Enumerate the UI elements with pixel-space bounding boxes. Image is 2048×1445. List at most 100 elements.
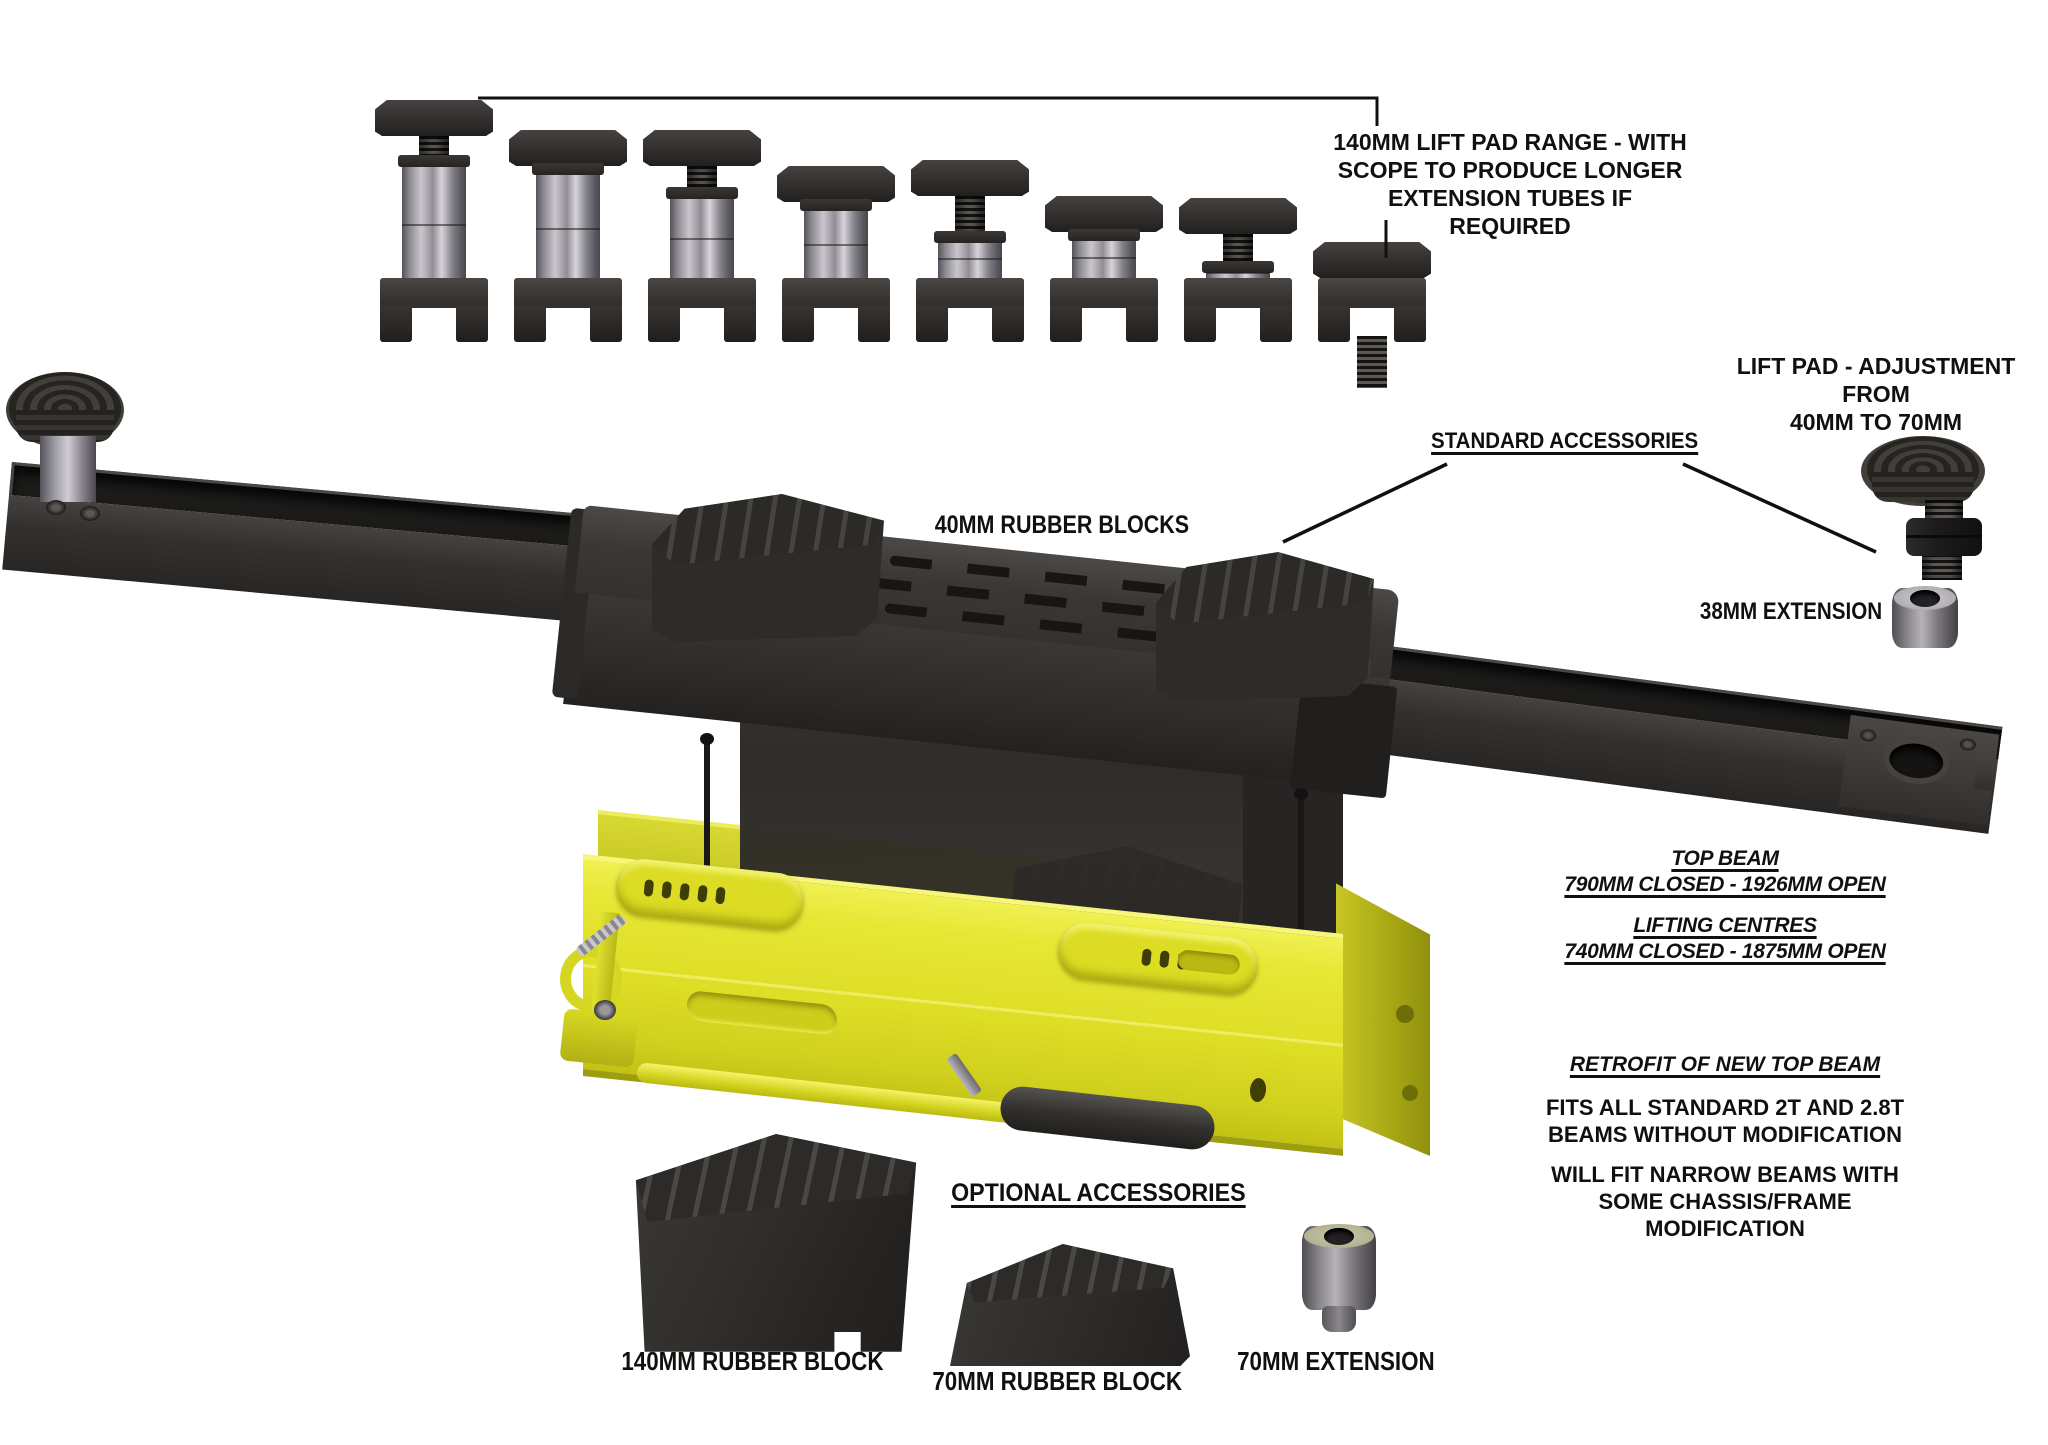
pad-base-saddle [1184, 278, 1292, 308]
pad-base-saddle [1050, 278, 1158, 308]
pad-thread [687, 166, 717, 190]
extension-70mm-label: 70MM EXTENSION [1186, 1346, 1486, 1378]
lift-pad-2 [506, 60, 630, 400]
tray-hole [1396, 1005, 1414, 1023]
beam-end-cap [1839, 715, 2000, 826]
handle-slot [715, 886, 726, 905]
lift-pad-adjustment-note: LIFT PAD - ADJUSTMENT FROM 40MM TO 70MM [1716, 352, 2036, 436]
pad-cylinder [666, 187, 738, 278]
pad-rubber-cap [777, 166, 895, 202]
handle-slot [679, 882, 690, 901]
rubber-grooves [966, 1244, 1174, 1303]
pad-cylinder [532, 163, 604, 278]
pad-base-leg [782, 306, 814, 342]
heading-text: STANDARD ACCESSORIES [1431, 428, 1699, 453]
extension-70mm-graphic [1302, 1224, 1376, 1310]
pad-thread [419, 136, 449, 158]
lift-pad-4 [774, 60, 898, 400]
label-text: 70MM EXTENSION [1237, 1346, 1435, 1376]
pad-base-saddle [514, 278, 622, 308]
lift-pad-8 [1310, 60, 1434, 400]
tray-right-end [1336, 883, 1430, 1156]
handle-slot [661, 881, 673, 899]
spec-value: 740MM CLOSED - 1875MM OPEN [1564, 939, 1886, 963]
pad-base-leg [1184, 306, 1216, 342]
pad-base-saddle [380, 278, 488, 308]
retrofit-heading: RETROFIT OF NEW TOP BEAM [1500, 1052, 1950, 1078]
pad-rubber-cap [1045, 196, 1163, 232]
note-line: SOME CHASSIS/FRAME [1598, 1188, 1852, 1214]
top-beam-spec: TOP BEAM 790MM CLOSED - 1926MM OPEN [1500, 846, 1950, 897]
lift-pad-7 [1176, 60, 1300, 400]
pad-base-leg [1260, 306, 1292, 342]
pad-base-leg [590, 306, 622, 342]
bolt [80, 506, 100, 521]
label-text: 70MM RUBBER BLOCK [932, 1366, 1182, 1396]
rubber-block-70mm-label: 70MM RUBBER BLOCK [907, 1366, 1207, 1398]
note-line: MODIFICATION [1645, 1215, 1805, 1241]
rubber-blocks-40mm-label: 40MM RUBBER BLOCKS [912, 510, 1212, 541]
spec-title: LIFTING CENTRES [1633, 914, 1817, 937]
extension-bore [1324, 1228, 1354, 1245]
extension-38mm-graphic [1892, 586, 1958, 648]
tray-recess [687, 989, 837, 1036]
handle-slot [643, 879, 655, 897]
top-beam-right-arm [1343, 642, 2003, 834]
lift-pad-range-note: 140MM LIFT PAD RANGE - WITH SCOPE TO PRO… [1325, 128, 1695, 240]
note-line: WILL FIT NARROW BEAMS WITH [1551, 1162, 1899, 1187]
rubber-grooves [635, 1134, 917, 1222]
tray-hole [1402, 1085, 1418, 1101]
pad-cylinder [934, 231, 1006, 278]
note-line: 140MM LIFT PAD RANGE - WITH [1333, 129, 1687, 155]
pad-base-leg [858, 306, 890, 342]
spec-title: TOP BEAM [1671, 847, 1779, 870]
note-line: 40MM TO 70MM [1789, 409, 1963, 436]
rubber-grooves [1156, 552, 1374, 624]
pad-base-leg [1126, 306, 1158, 342]
heading-text: OPTIONAL ACCESSORIES [951, 1179, 1246, 1207]
handle-opening [1176, 949, 1241, 976]
lifting-centres-spec: LIFTING CENTRES 740MM CLOSED - 1875MM OP… [1500, 913, 1950, 964]
rubber-block-40mm-left [652, 494, 884, 642]
beam-end-hole [1887, 741, 1945, 782]
pad-cylinder [1202, 261, 1274, 278]
latch-bolt [594, 1000, 616, 1020]
pad-base-leg [648, 306, 680, 342]
retrofit-fit-note: FITS ALL STANDARD 2T AND 2.8T BEAMS WITH… [1500, 1095, 1950, 1149]
pad-rubber-cap [509, 130, 627, 166]
lift-pad-6 [1042, 60, 1166, 400]
bolt [1859, 728, 1876, 742]
pad-base-leg [1394, 306, 1426, 342]
left-lift-pad-cylinder [40, 436, 96, 502]
pad-base-saddle [648, 278, 756, 308]
pad-rubber-cap [1313, 242, 1431, 278]
adjustable-lift-pad-skirt [1872, 472, 1974, 502]
pad-base-leg [456, 306, 488, 342]
rubber-block-40mm-right [1156, 552, 1374, 702]
pad-base-leg [380, 306, 412, 342]
pad-rubber-cap [1179, 198, 1297, 234]
rubber-block-70mm-graphic [950, 1244, 1190, 1366]
extension-38mm-label: 38MM EXTENSION [1685, 597, 1885, 626]
optional-accessories-heading: OPTIONAL ACCESSORIES [940, 1178, 1246, 1209]
pad-base-leg [1318, 306, 1350, 342]
pad-rubber-cap [643, 130, 761, 166]
pad-thread [955, 196, 985, 234]
heading-text: RETROFIT OF NEW TOP BEAM [1569, 1053, 1881, 1076]
pad-rubber-cap [375, 100, 493, 136]
note-line: BEAMS WITHOUT MODIFICATION [1548, 1121, 1902, 1147]
pad-base-leg [1050, 306, 1082, 342]
pad-base-leg [724, 306, 756, 342]
note-line: SCOPE TO PRODUCE LONGER [1337, 157, 1683, 184]
standard-accessories-heading: STANDARD ACCESSORIES [1410, 428, 1720, 455]
note-line: FITS ALL STANDARD 2T AND 2.8T [1545, 1095, 1905, 1120]
handle-slot [1159, 950, 1170, 969]
pad-cylinder [800, 199, 872, 278]
handle-slot [697, 884, 708, 903]
pad-base-saddle [782, 278, 890, 308]
note-line: LIFT PAD - ADJUSTMENT FROM [1736, 353, 2016, 408]
retrofit-narrow-note: WILL FIT NARROW BEAMS WITH SOME CHASSIS/… [1500, 1162, 1950, 1242]
label-text: 38MM EXTENSION [1699, 598, 1883, 625]
pad-base-leg [514, 306, 546, 342]
